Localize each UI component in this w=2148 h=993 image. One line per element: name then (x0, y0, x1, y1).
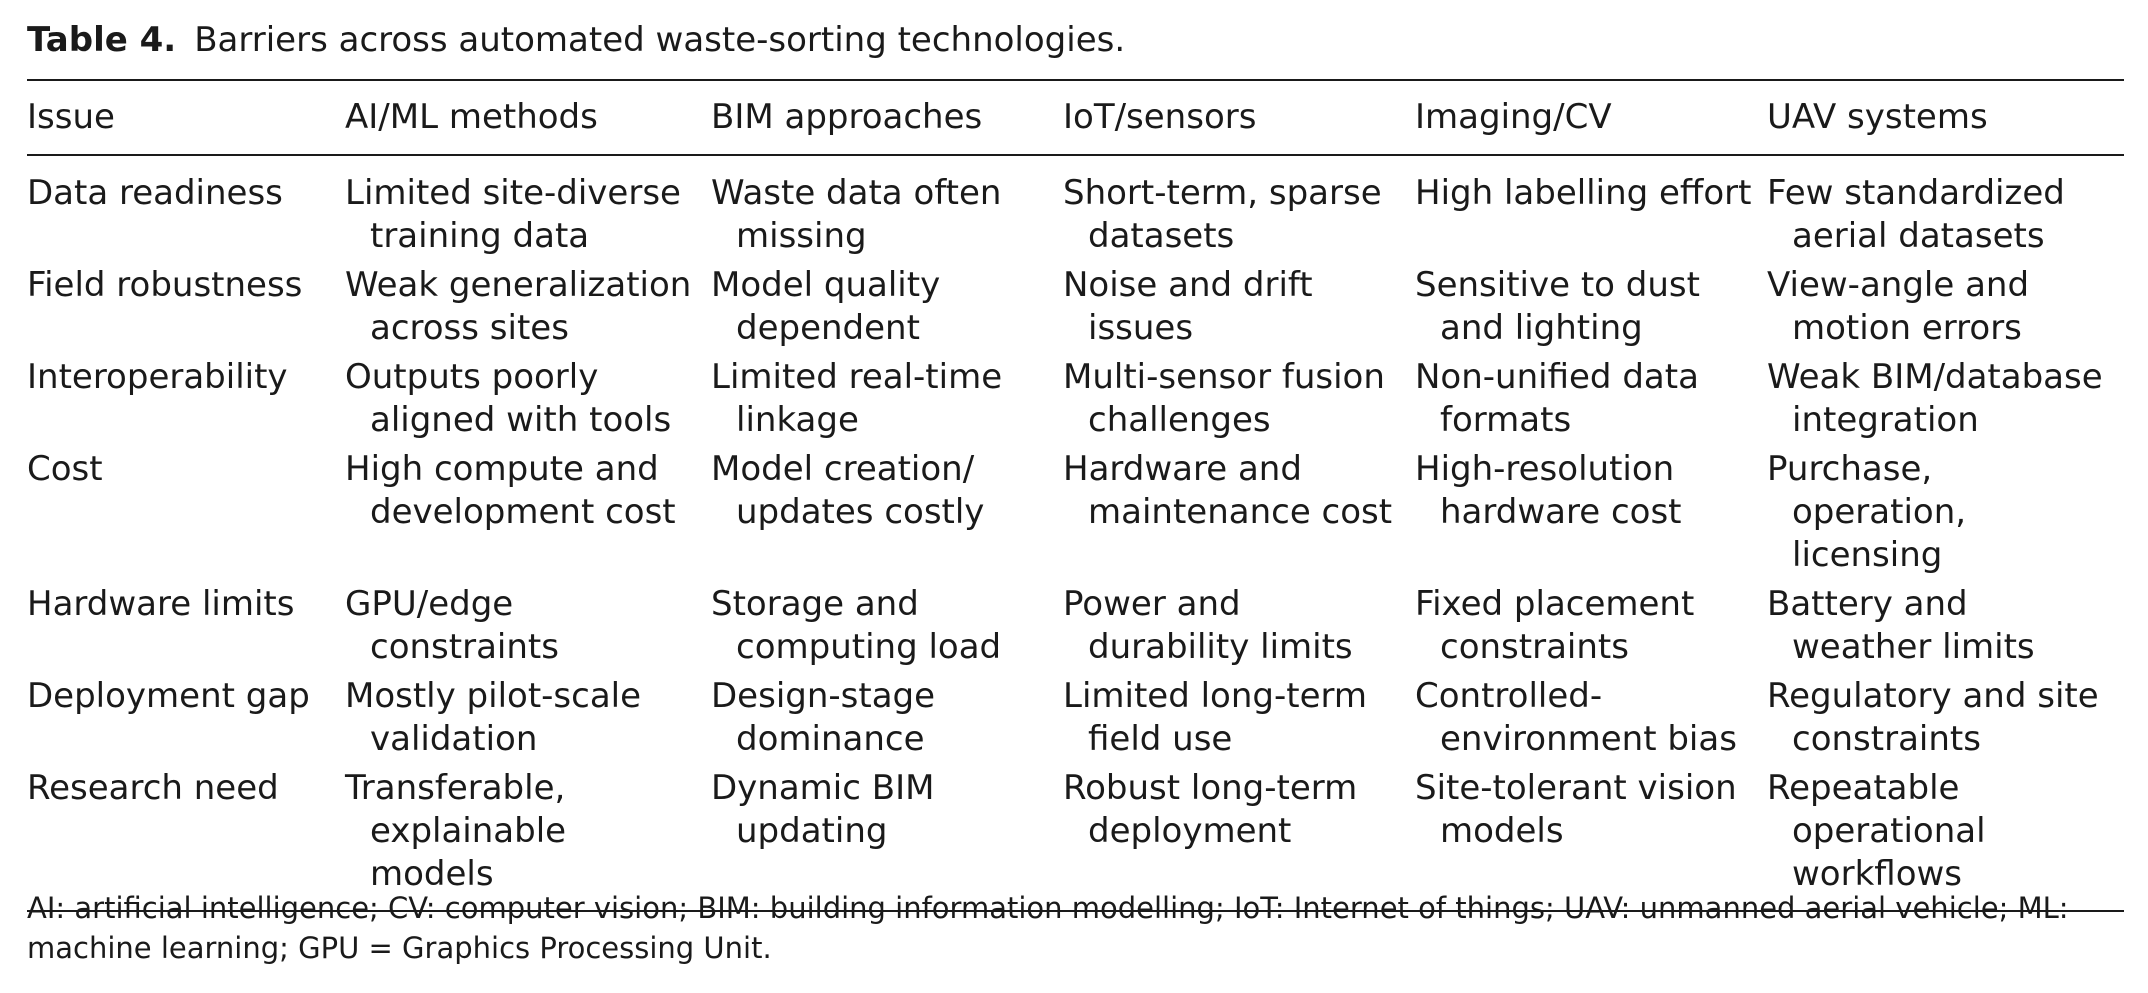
table-row: Interoperability Outputs poorly aligned … (27, 353, 2124, 445)
barriers-table: Issue AI/ML methods BIM approaches IoT/s… (27, 79, 2124, 912)
cell-bim: Storage and computing load (711, 584, 1002, 667)
cell-uav: View-angle and motion errors (1767, 265, 2030, 348)
cell-imaging: Controlled-environment bias (1415, 676, 1737, 759)
cell-uav: Battery and weather limits (1767, 584, 2035, 667)
cell-issue: Research need (27, 768, 279, 808)
cell-iot: Limited long-term field use (1063, 676, 1367, 759)
table-caption: Table 4. Barriers across automated waste-… (27, 14, 1125, 66)
cell-bim: Waste data often missing (711, 173, 1002, 256)
cell-ai-ml: Transferable, explainable models (345, 768, 567, 894)
table-row: Data readiness Limited site-diverse trai… (27, 155, 2124, 261)
table-row: Cost High compute and development cost M… (27, 445, 2124, 580)
cell-ai-ml: Weak generalization across sites (345, 265, 692, 348)
cell-imaging: Non-unified data formats (1415, 357, 1699, 440)
header-bim: BIM approaches (711, 97, 983, 137)
cell-imaging: Sensitive to dust and lighting (1415, 265, 1700, 348)
cell-iot: Power and durability limits (1063, 584, 1353, 667)
cell-uav: Purchase, operation, licensing (1767, 449, 1967, 575)
cell-bim: Dynamic BIM updating (711, 768, 935, 851)
cell-issue: Data readiness (27, 173, 283, 213)
cell-uav: Repeatable operational workflows (1767, 768, 1986, 894)
cell-issue: Interoperability (27, 357, 288, 397)
cell-uav: Few standardized aerial datasets (1767, 173, 2065, 256)
header-issue: Issue (27, 97, 115, 137)
table-label: Table 4. (27, 20, 177, 60)
table-row: Deployment gap Mostly pilot-scale valida… (27, 672, 2124, 764)
table-body: Data readiness Limited site-diverse trai… (27, 155, 2124, 911)
table-row: Field robustness Weak generalization acr… (27, 261, 2124, 353)
table-row: Hardware limits GPU/edge constraints Sto… (27, 580, 2124, 672)
cell-issue: Hardware limits (27, 584, 295, 624)
header-ai-ml: AI/ML methods (345, 97, 598, 137)
cell-issue: Cost (27, 449, 103, 489)
header-uav: UAV systems (1767, 97, 1988, 137)
cell-iot: Noise and drift issues (1063, 265, 1313, 348)
table-footnote: AI: artificial intelligence; CV: compute… (27, 891, 2069, 965)
table-title: Barriers across automated waste-sorting … (194, 20, 1126, 60)
cell-bim: Design-stage dominance (711, 676, 936, 759)
cell-imaging: High labelling effort (1415, 173, 1752, 213)
cell-ai-ml: High compute and development cost (345, 449, 676, 532)
cell-ai-ml: Mostly pilot-scale validation (345, 676, 642, 759)
cell-bim: Model quality dependent (711, 265, 941, 348)
table-header: Issue AI/ML methods BIM approaches IoT/s… (27, 80, 2124, 155)
cell-issue: Deployment gap (27, 676, 310, 716)
cell-uav: Weak BIM/database integration (1767, 357, 2103, 440)
cell-imaging: Site-tolerant vision models (1415, 768, 1737, 851)
cell-uav: Regulatory and site constraints (1767, 676, 2099, 759)
cell-bim: Model creation/ updates costly (711, 449, 985, 532)
cell-ai-ml: Limited site-diverse training data (345, 173, 681, 256)
cell-issue: Field robustness (27, 265, 303, 305)
table-row: Research need Transferable, explainable … (27, 764, 2124, 911)
cell-iot: Short-term, sparse datasets (1063, 173, 1382, 256)
cell-iot: Robust long-term deployment (1063, 768, 1358, 851)
cell-ai-ml: GPU/edge constraints (345, 584, 559, 667)
cell-ai-ml: Outputs poorly aligned with tools (345, 357, 672, 440)
header-imaging: Imaging/CV (1415, 97, 1612, 137)
cell-bim: Limited real-time linkage (711, 357, 1003, 440)
cell-iot: Multi-sensor fusion challenges (1063, 357, 1385, 440)
cell-imaging: High-resolution hardware cost (1415, 449, 1682, 532)
header-iot: IoT/sensors (1063, 97, 1257, 137)
header-row: Issue AI/ML methods BIM approaches IoT/s… (27, 80, 2124, 155)
cell-imaging: Fixed placement constraints (1415, 584, 1695, 667)
cell-iot: Hardware and maintenance cost (1063, 449, 1393, 532)
